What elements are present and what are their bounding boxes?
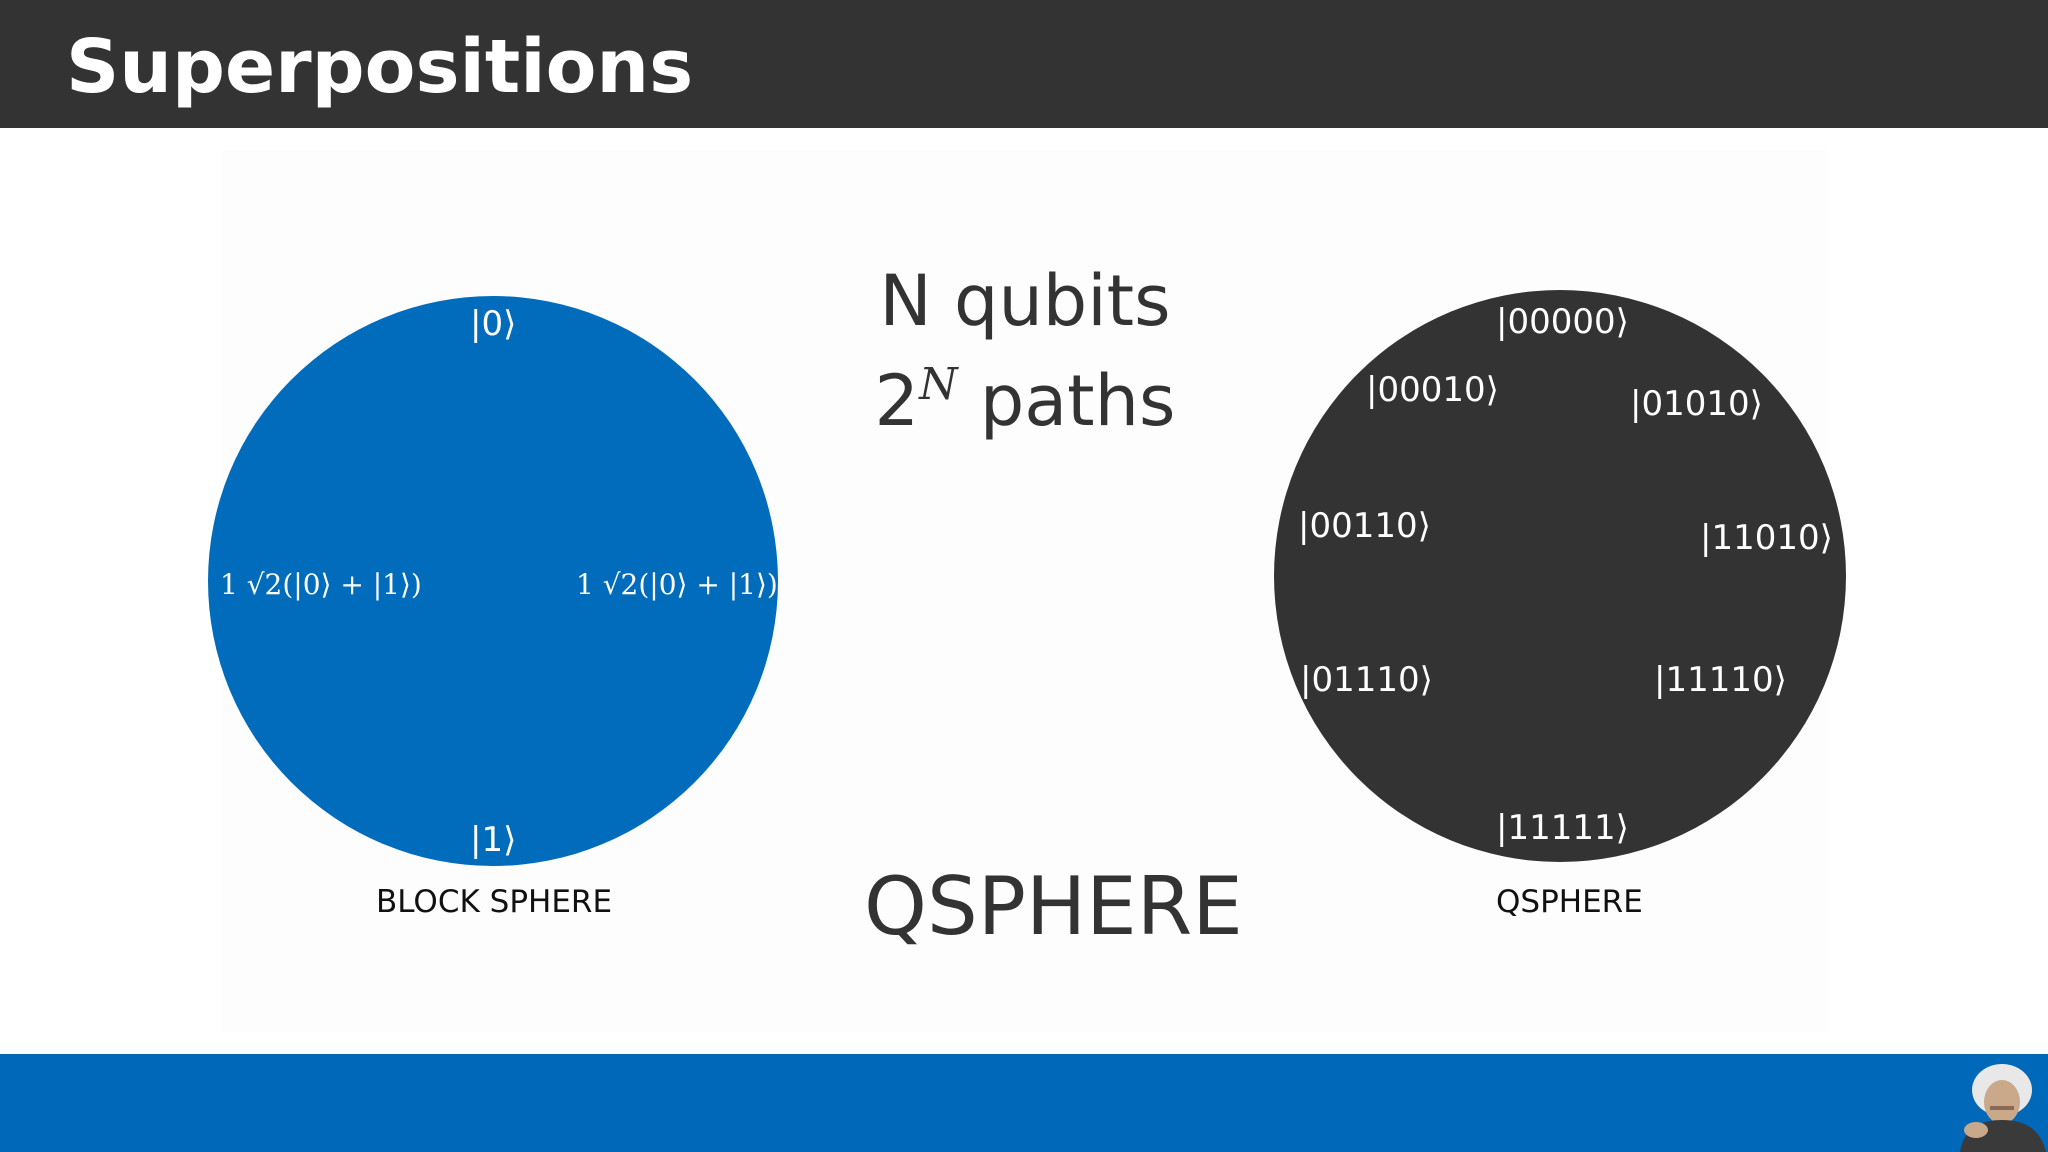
qsphere-caption: QSPHERE [1496, 884, 1643, 920]
paths-exponent: N [919, 359, 958, 410]
slide-footer [0, 1054, 2048, 1152]
paths-base: 2 [874, 360, 920, 442]
slide-title: Superpositions [66, 24, 694, 110]
qsphere-state-01110: |01110⟩ [1300, 660, 1433, 700]
qsphere-state-11010: |11010⟩ [1700, 518, 1833, 558]
bloch-left-label: 1 √2(|0⟩ + |1⟩) [220, 568, 422, 601]
bloch-sphere-circle [208, 296, 778, 866]
bloch-right-label: 1 √2(|0⟩ + |1⟩) [576, 568, 778, 601]
qsphere-state-00110: |00110⟩ [1298, 506, 1431, 546]
qubits-line: N qubits [879, 260, 1171, 342]
qsphere-state-11111: |11111⟩ [1496, 808, 1629, 848]
qsphere-circle [1274, 290, 1846, 862]
qsphere-state-00010: |00010⟩ [1366, 370, 1499, 410]
paths-line: 2N paths [860, 356, 1190, 446]
presenter-avatar [1940, 1056, 2048, 1152]
bloch-caption: BLOCK SPHERE [376, 884, 613, 920]
paths-rest: paths [957, 360, 1176, 442]
qsphere-state-00000: |00000⟩ [1496, 302, 1629, 342]
bloch-top-label: |0⟩ [470, 304, 517, 344]
bloch-bottom-label: |1⟩ [470, 820, 517, 860]
qsphere-state-11110: |11110⟩ [1654, 660, 1787, 700]
qsphere-heading: QSPHERE [864, 860, 1243, 953]
slide-header: Superpositions [0, 0, 2048, 128]
qsphere-state-01010: |01010⟩ [1630, 384, 1763, 424]
